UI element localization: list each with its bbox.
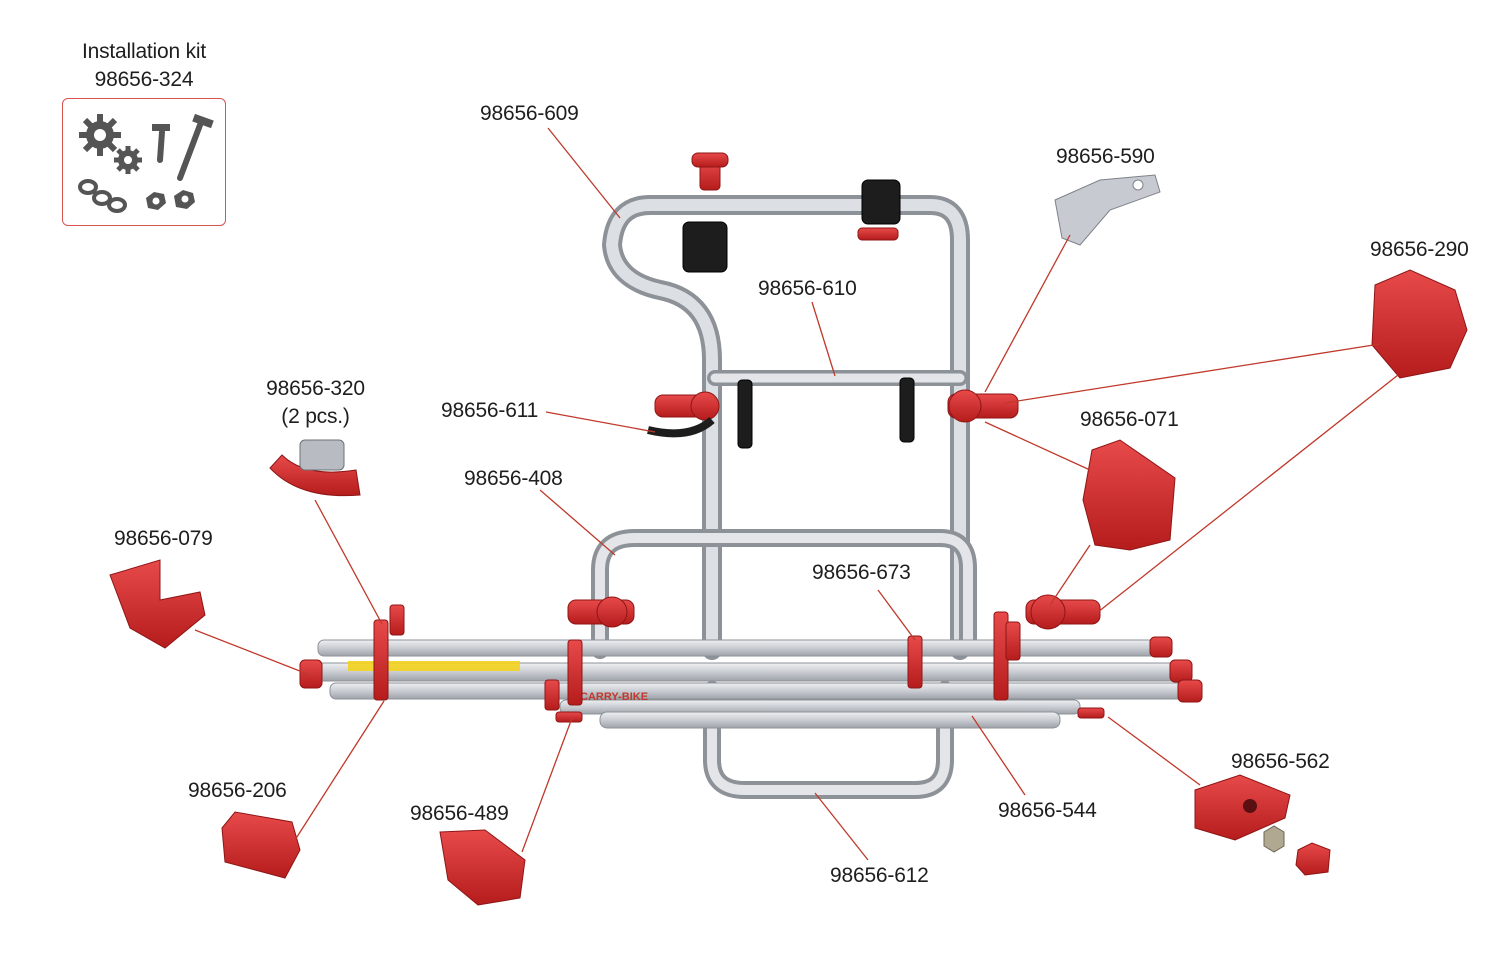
buckle-590: [1054, 174, 1161, 246]
ratchet-071: [1082, 439, 1176, 551]
svg-text:CARRY-BIKE: CARRY-BIKE: [580, 691, 648, 703]
rack-red-parts: [299, 152, 1203, 723]
label-98656-562: 98656-562: [1231, 750, 1330, 773]
mount-562: [1194, 774, 1331, 876]
label-98656-590: 98656-590: [1056, 145, 1155, 168]
screw-icon: [152, 113, 214, 181]
label-98656-320-qty: (2 pcs.): [281, 405, 350, 428]
label-98656-611: 98656-611: [441, 399, 539, 422]
cradle-079: [109, 559, 206, 649]
holder-489: [439, 829, 526, 906]
gear-icon: [79, 114, 142, 174]
leader-lines: [194, 127, 1399, 861]
chain-icon: [78, 179, 127, 213]
label-98656-610: 98656-610: [758, 277, 857, 300]
knob-290: [1371, 269, 1468, 379]
rails: CARRY-BIKE: [304, 639, 1191, 729]
label-98656-489: 98656-489: [410, 802, 509, 825]
label-98656-071: 98656-071: [1080, 408, 1179, 431]
label-98656-320: 98656-320: [266, 377, 365, 400]
label-98656-609: 98656-609: [480, 102, 579, 125]
label-98656-673: 98656-673: [812, 561, 911, 584]
label-98656-079: 98656-079: [114, 527, 213, 550]
installation-kit-title: Installation kit: [81, 40, 207, 63]
upper-frame: [591, 195, 977, 799]
label-98656-408: 98656-408: [464, 467, 563, 490]
label-98656-544: 98656-544: [998, 799, 1097, 822]
installation-kit-box: [62, 98, 226, 226]
label-98656-612: 98656-612: [830, 864, 929, 887]
label-98656-206: 98656-206: [188, 779, 287, 802]
nut-icon: [146, 190, 195, 210]
label-98656-290: 98656-290: [1370, 238, 1469, 261]
cap-206: [221, 811, 301, 879]
installation-kit-code: 98656-324: [94, 68, 194, 91]
strap-320: [269, 439, 361, 497]
